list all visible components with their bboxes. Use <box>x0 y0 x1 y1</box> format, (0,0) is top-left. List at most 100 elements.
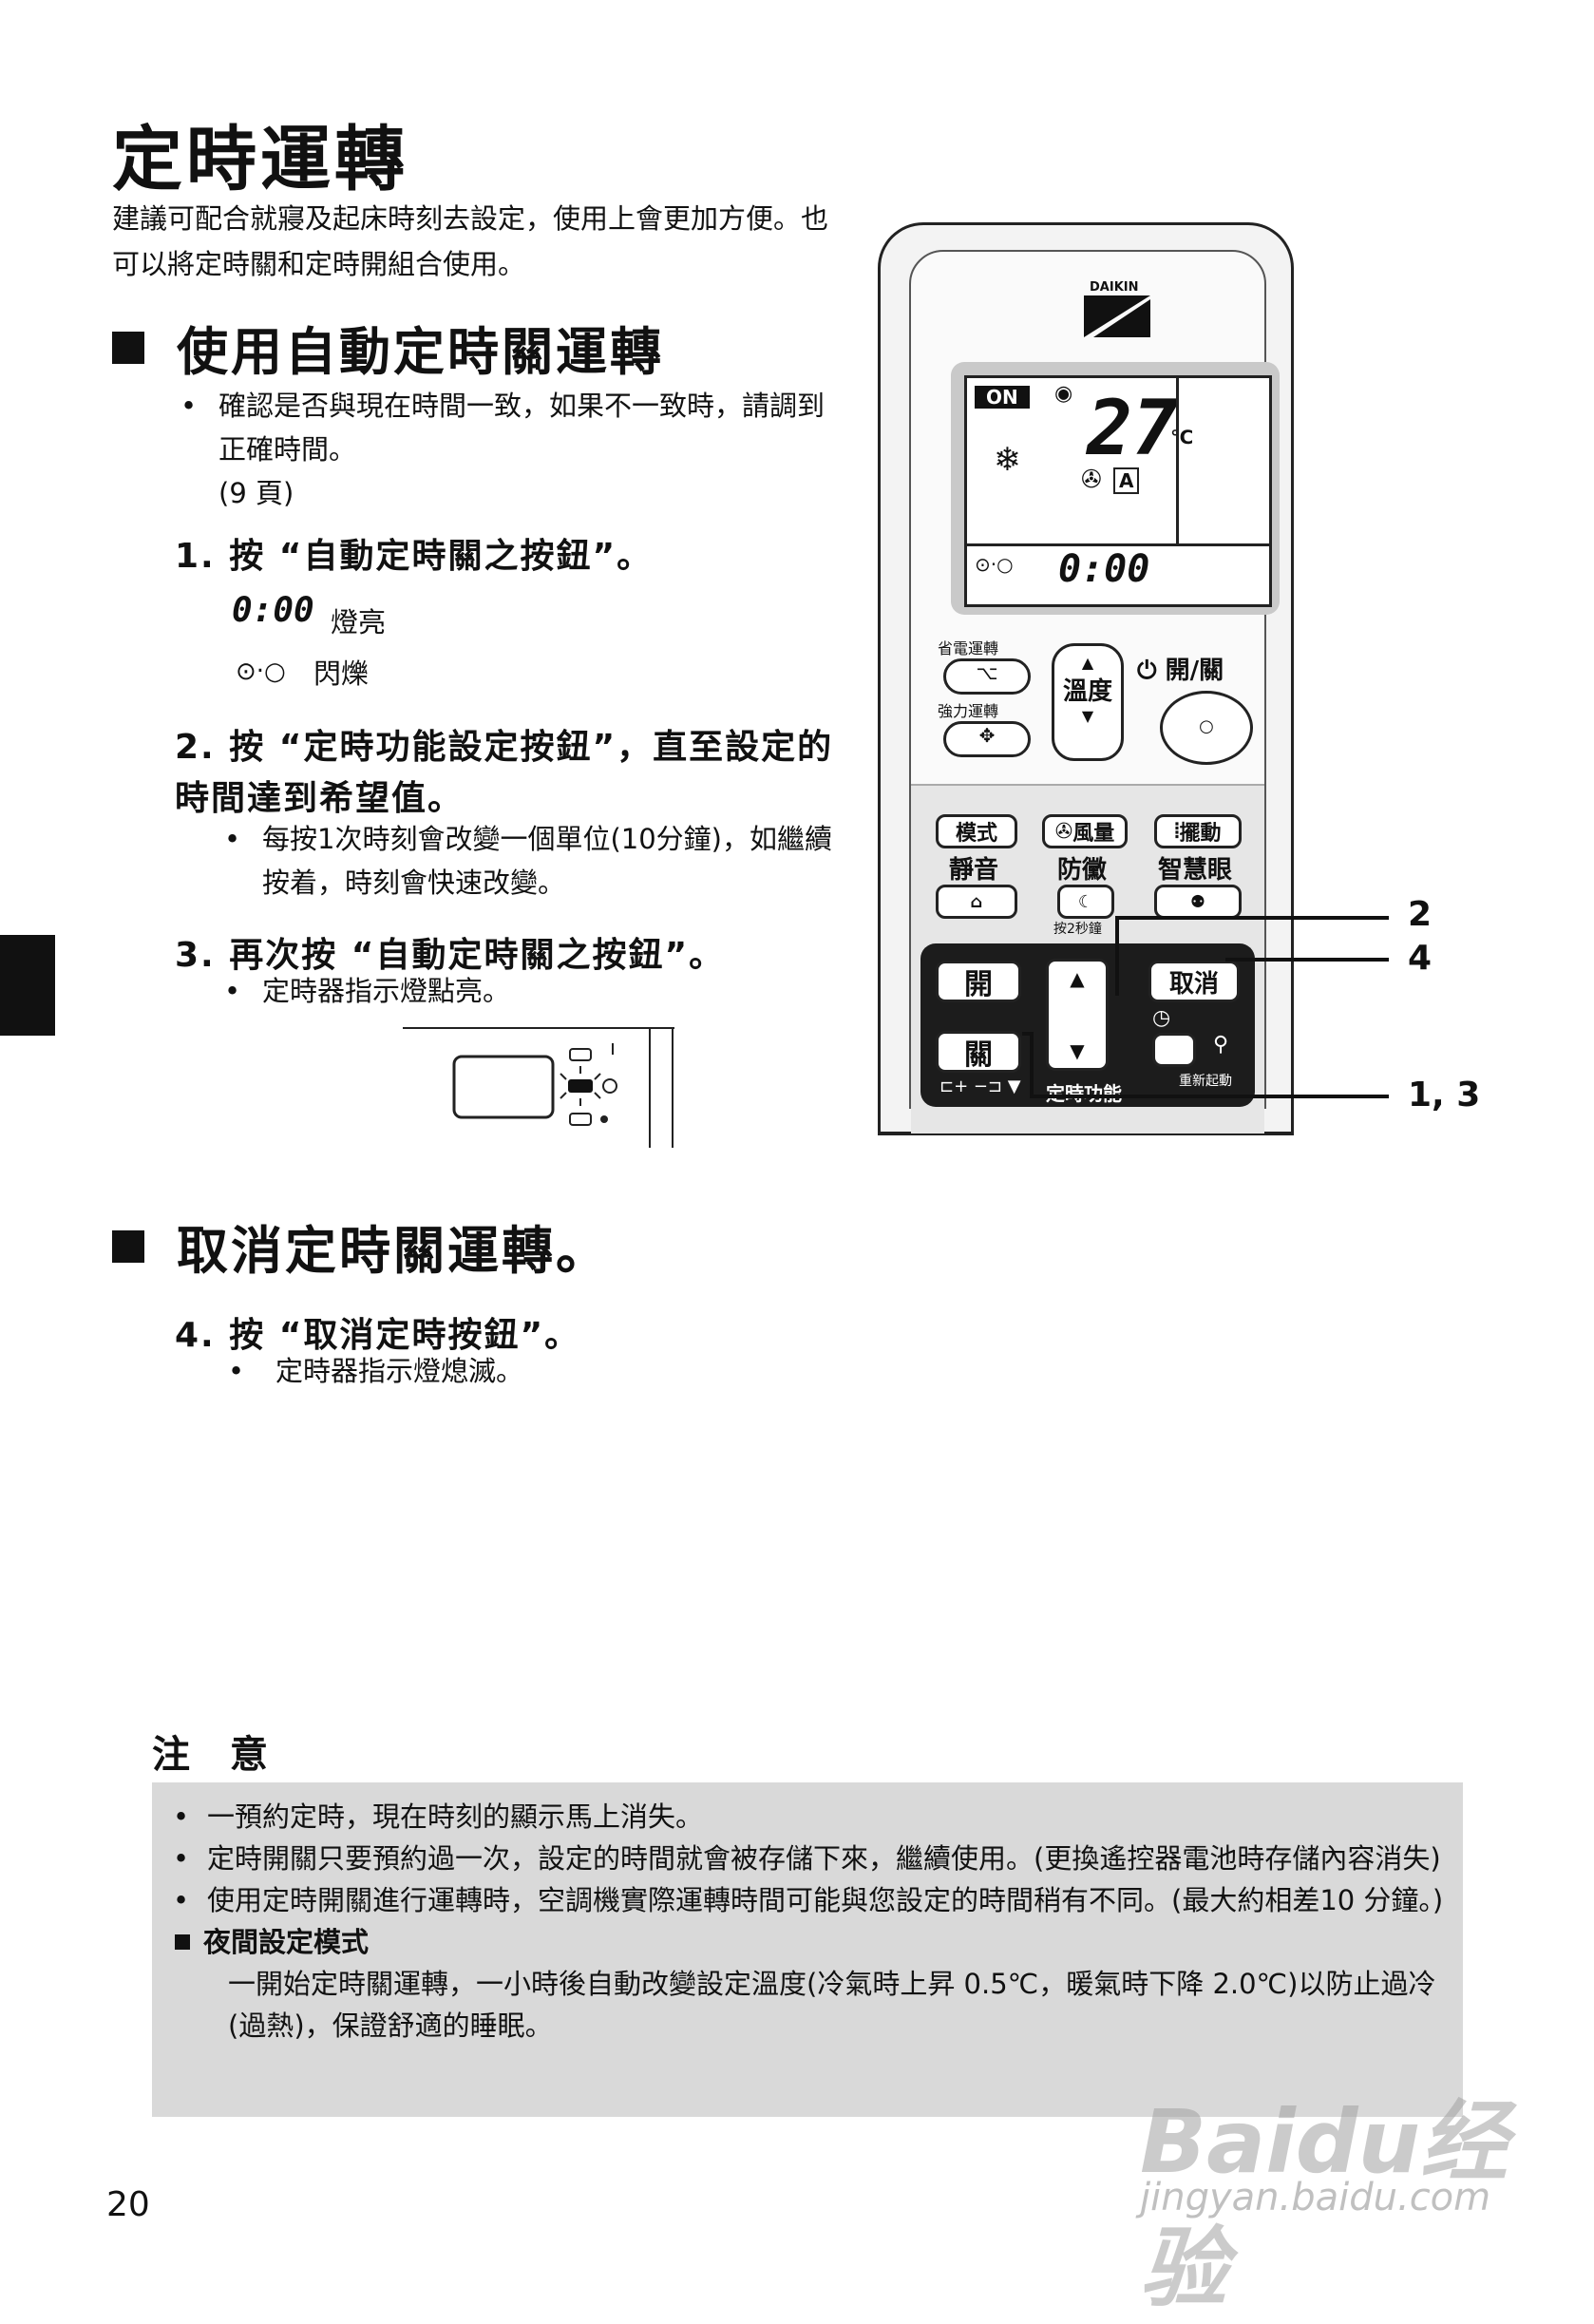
section-tab-marker <box>0 935 55 1036</box>
clock-icon: ◷ <box>1152 1006 1171 1030</box>
mode-button[interactable]: 模式 <box>936 814 1017 848</box>
temp-up-icon[interactable]: ▲ <box>1081 654 1094 672</box>
callout-1-3: 1, 3 <box>1408 1076 1481 1114</box>
note-item: • 使用定時開關進行運轉時，空調機實際運轉時間可能與您設定的時間稍有不同。(最大… <box>171 1879 1444 1921</box>
timer-down-icon[interactable]: ▼ <box>1070 1039 1085 1062</box>
bullet-dot-icon: • <box>224 823 241 855</box>
step4: 4. 按 “取消定時按鈕”。 <box>175 1316 581 1355</box>
lcd-unit: ℃ <box>1170 426 1194 448</box>
timer-on-button[interactable]: 開 <box>936 961 1021 1002</box>
lcd-divider-horizontal <box>967 543 1269 546</box>
onoff-button[interactable]: ○ <box>1160 691 1253 765</box>
swing-label: 擺動 <box>1179 822 1222 846</box>
fan-icon: ✇ <box>1081 466 1102 494</box>
lcd-screen: ON ◉ ❄ 27 ℃ ✇ A ⊙‧○ 0:00 <box>964 375 1272 607</box>
thermometer-icon: ◉ <box>1054 382 1073 406</box>
step4-bullet-text: 定時器指示燈熄滅。 <box>275 1355 524 1387</box>
callout-4: 4 <box>1408 939 1433 978</box>
clock-button[interactable] <box>1152 1033 1196 1067</box>
note-item-text: 定時開關只要預約過一次，設定的時間就會被存儲下來，繼續使用。(更換遙控器電池時存… <box>207 1842 1441 1875</box>
temp-label: 溫度 <box>1062 677 1112 706</box>
swing-button[interactable]: ⦙擺動 <box>1154 814 1242 848</box>
quiet-label: 靜音 <box>948 856 998 885</box>
quiet-button[interactable]: ⌂ <box>936 885 1017 919</box>
page-number: 20 <box>106 2185 150 2224</box>
fan-button[interactable]: ✇風量 <box>1042 814 1128 848</box>
section2-heading: 取消定時關運轉。 <box>112 1209 610 1284</box>
lcd-time: 0:00 <box>1058 547 1150 591</box>
onoff-label: ⏻ 開/關 <box>1137 651 1224 686</box>
hold-2s-label: 按2秒鐘 <box>1053 922 1102 937</box>
cancel-label: 取消 <box>1168 969 1219 999</box>
step3-bullet: • 定時器指示燈點亮。 <box>224 969 510 1013</box>
note-item: • 一預約定時，現在時刻的顯示馬上消失。 <box>171 1796 1444 1838</box>
note-item: • 定時開關只要預約過一次，設定的時間就會被存儲下來，繼續使用。(更換遙控器電池… <box>171 1838 1444 1879</box>
section2-heading-text: 取消定時關運轉。 <box>177 1221 610 1281</box>
step1: 1. 按 “自動定時關之按鈕”。 <box>175 537 654 576</box>
fan-icon: ✇ <box>1054 819 1073 844</box>
mode-label: 模式 <box>955 822 997 846</box>
timer-off-label: 關 <box>964 1038 993 1072</box>
mold-button[interactable]: ☾ <box>1057 885 1114 919</box>
fan-label: 風量 <box>1072 822 1115 846</box>
remote-control: DAIKIN ON ◉ ❄ 27 ℃ ✇ A ⊙‧○ 0:00 省電運轉 ⌥ 強… <box>878 222 1294 1135</box>
intro-text: 建議可配合就寢及起床時刻去設定，使用上會更加方便。也可以將定時關和定時開組合使用… <box>112 202 829 280</box>
note-item-text: 一預約定時，現在時刻的顯示馬上消失。 <box>207 1800 704 1833</box>
square-bullet-icon <box>112 1229 144 1263</box>
square-bullet-icon <box>112 331 144 364</box>
powerful-label: 強力運轉 <box>938 702 999 720</box>
step2: 2. 按 “定時功能設定按鈕”，直至設定的時間達到希望值。 <box>175 728 834 818</box>
notes-subheading-text: 夜間設定模式 <box>203 1926 370 1958</box>
timer-adjust-button[interactable]: ▲ ▼ <box>1046 959 1109 1071</box>
lcd-divider <box>1176 375 1179 544</box>
cancel-button[interactable]: 取消 <box>1148 961 1240 1002</box>
section1-bullet-ref: (9 頁) <box>218 477 294 509</box>
step1-light-on-text: 燈亮 <box>331 606 387 638</box>
page-title: 定時運轉 <box>112 119 408 200</box>
brand-logo: DAIKIN <box>1090 280 1139 295</box>
timer-off-icon: ⊙‧○ <box>236 657 286 686</box>
note-item-text: 使用定時開關進行運轉時，空調機實際運轉時間可能與您設定的時間稍有不同。(最大約相… <box>207 1884 1444 1916</box>
notes-list: • 一預約定時，現在時刻的顯示馬上消失。 • 定時開關只要預約過一次，設定的時間… <box>171 1796 1444 2047</box>
step3: 3. 再次按 “自動定時關之按鈕”。 <box>175 936 726 975</box>
eye-button[interactable]: ⚉ <box>1154 885 1242 919</box>
section1-bullet-text: 確認是否與現在時間一致，如果不一致時，請調到正確時間。 <box>218 390 825 466</box>
indicator-lamp-illustration <box>403 1027 674 1148</box>
step1-blink-text: 閃爍 <box>313 657 370 690</box>
eco-button[interactable]: ⌥ <box>943 658 1031 695</box>
lcd-on-indicator: ON <box>975 386 1030 409</box>
lcd-fan-auto: A <box>1113 467 1140 494</box>
section1-heading: 使用自動定時關運轉 <box>112 310 664 385</box>
temperature-button[interactable]: ▲ 溫度 ▼ <box>1052 643 1124 761</box>
section1-heading-text: 使用自動定時關運轉 <box>177 322 664 382</box>
bullet-dot-icon: • <box>173 1842 190 1875</box>
powerful-button[interactable]: ✥ <box>943 721 1031 757</box>
watermark-url: jingyan.baidu.com <box>1140 2176 1491 2219</box>
onoff-label-text: 開/關 <box>1165 657 1224 685</box>
step3-bullet-text: 定時器指示燈點亮。 <box>262 975 511 1007</box>
mold-label: 防黴 <box>1056 856 1107 885</box>
timer-up-icon[interactable]: ▲ <box>1070 967 1085 990</box>
bullet-dot-icon: • <box>180 390 198 422</box>
eco-label: 省電運轉 <box>938 639 999 657</box>
swing-icon: ⦙ <box>1174 819 1180 844</box>
callout-2: 2 <box>1408 895 1433 934</box>
step2-bullet-text: 每按1次時刻會改變一個單位(10分鐘)，如繼續按着，時刻會快速改變。 <box>262 823 832 899</box>
bullet-dot-icon: • <box>173 1884 190 1916</box>
power-icon: ⏻ <box>1137 657 1157 685</box>
notes-subtext: 一開始定時關運轉，一小時後自動改變設定溫度(冷氣時上昇 0.5℃，暖氣時下降 2… <box>228 1968 1436 2042</box>
battery-icon: ⊏+ −⊐ ▼ <box>939 1076 1021 1096</box>
timer-on-label: 開 <box>964 968 993 1001</box>
timer-off-icon: ⊙‧○ <box>975 553 1014 576</box>
lcd-time-sample: 0:00 <box>232 591 314 630</box>
temp-down-icon[interactable]: ▼ <box>1081 707 1094 725</box>
timer-func-label: 定時功能 <box>1046 1082 1122 1105</box>
notes-box: • 一預約定時，現在時刻的顯示馬上消失。 • 定時開關只要預約過一次，設定的時間… <box>152 1782 1463 2117</box>
notes-heading: 注 意 <box>152 1733 281 1777</box>
eye-label: 智慧眼 <box>1157 856 1232 885</box>
reset-label: 重新起動 <box>1179 1074 1232 1089</box>
timer-off-button[interactable]: 關 <box>936 1031 1021 1073</box>
reset-pin-icon: ⚲ <box>1213 1033 1229 1057</box>
notes-subheading: 夜間設定模式 <box>171 1921 1444 1963</box>
daikin-logo-icon <box>1084 295 1150 337</box>
